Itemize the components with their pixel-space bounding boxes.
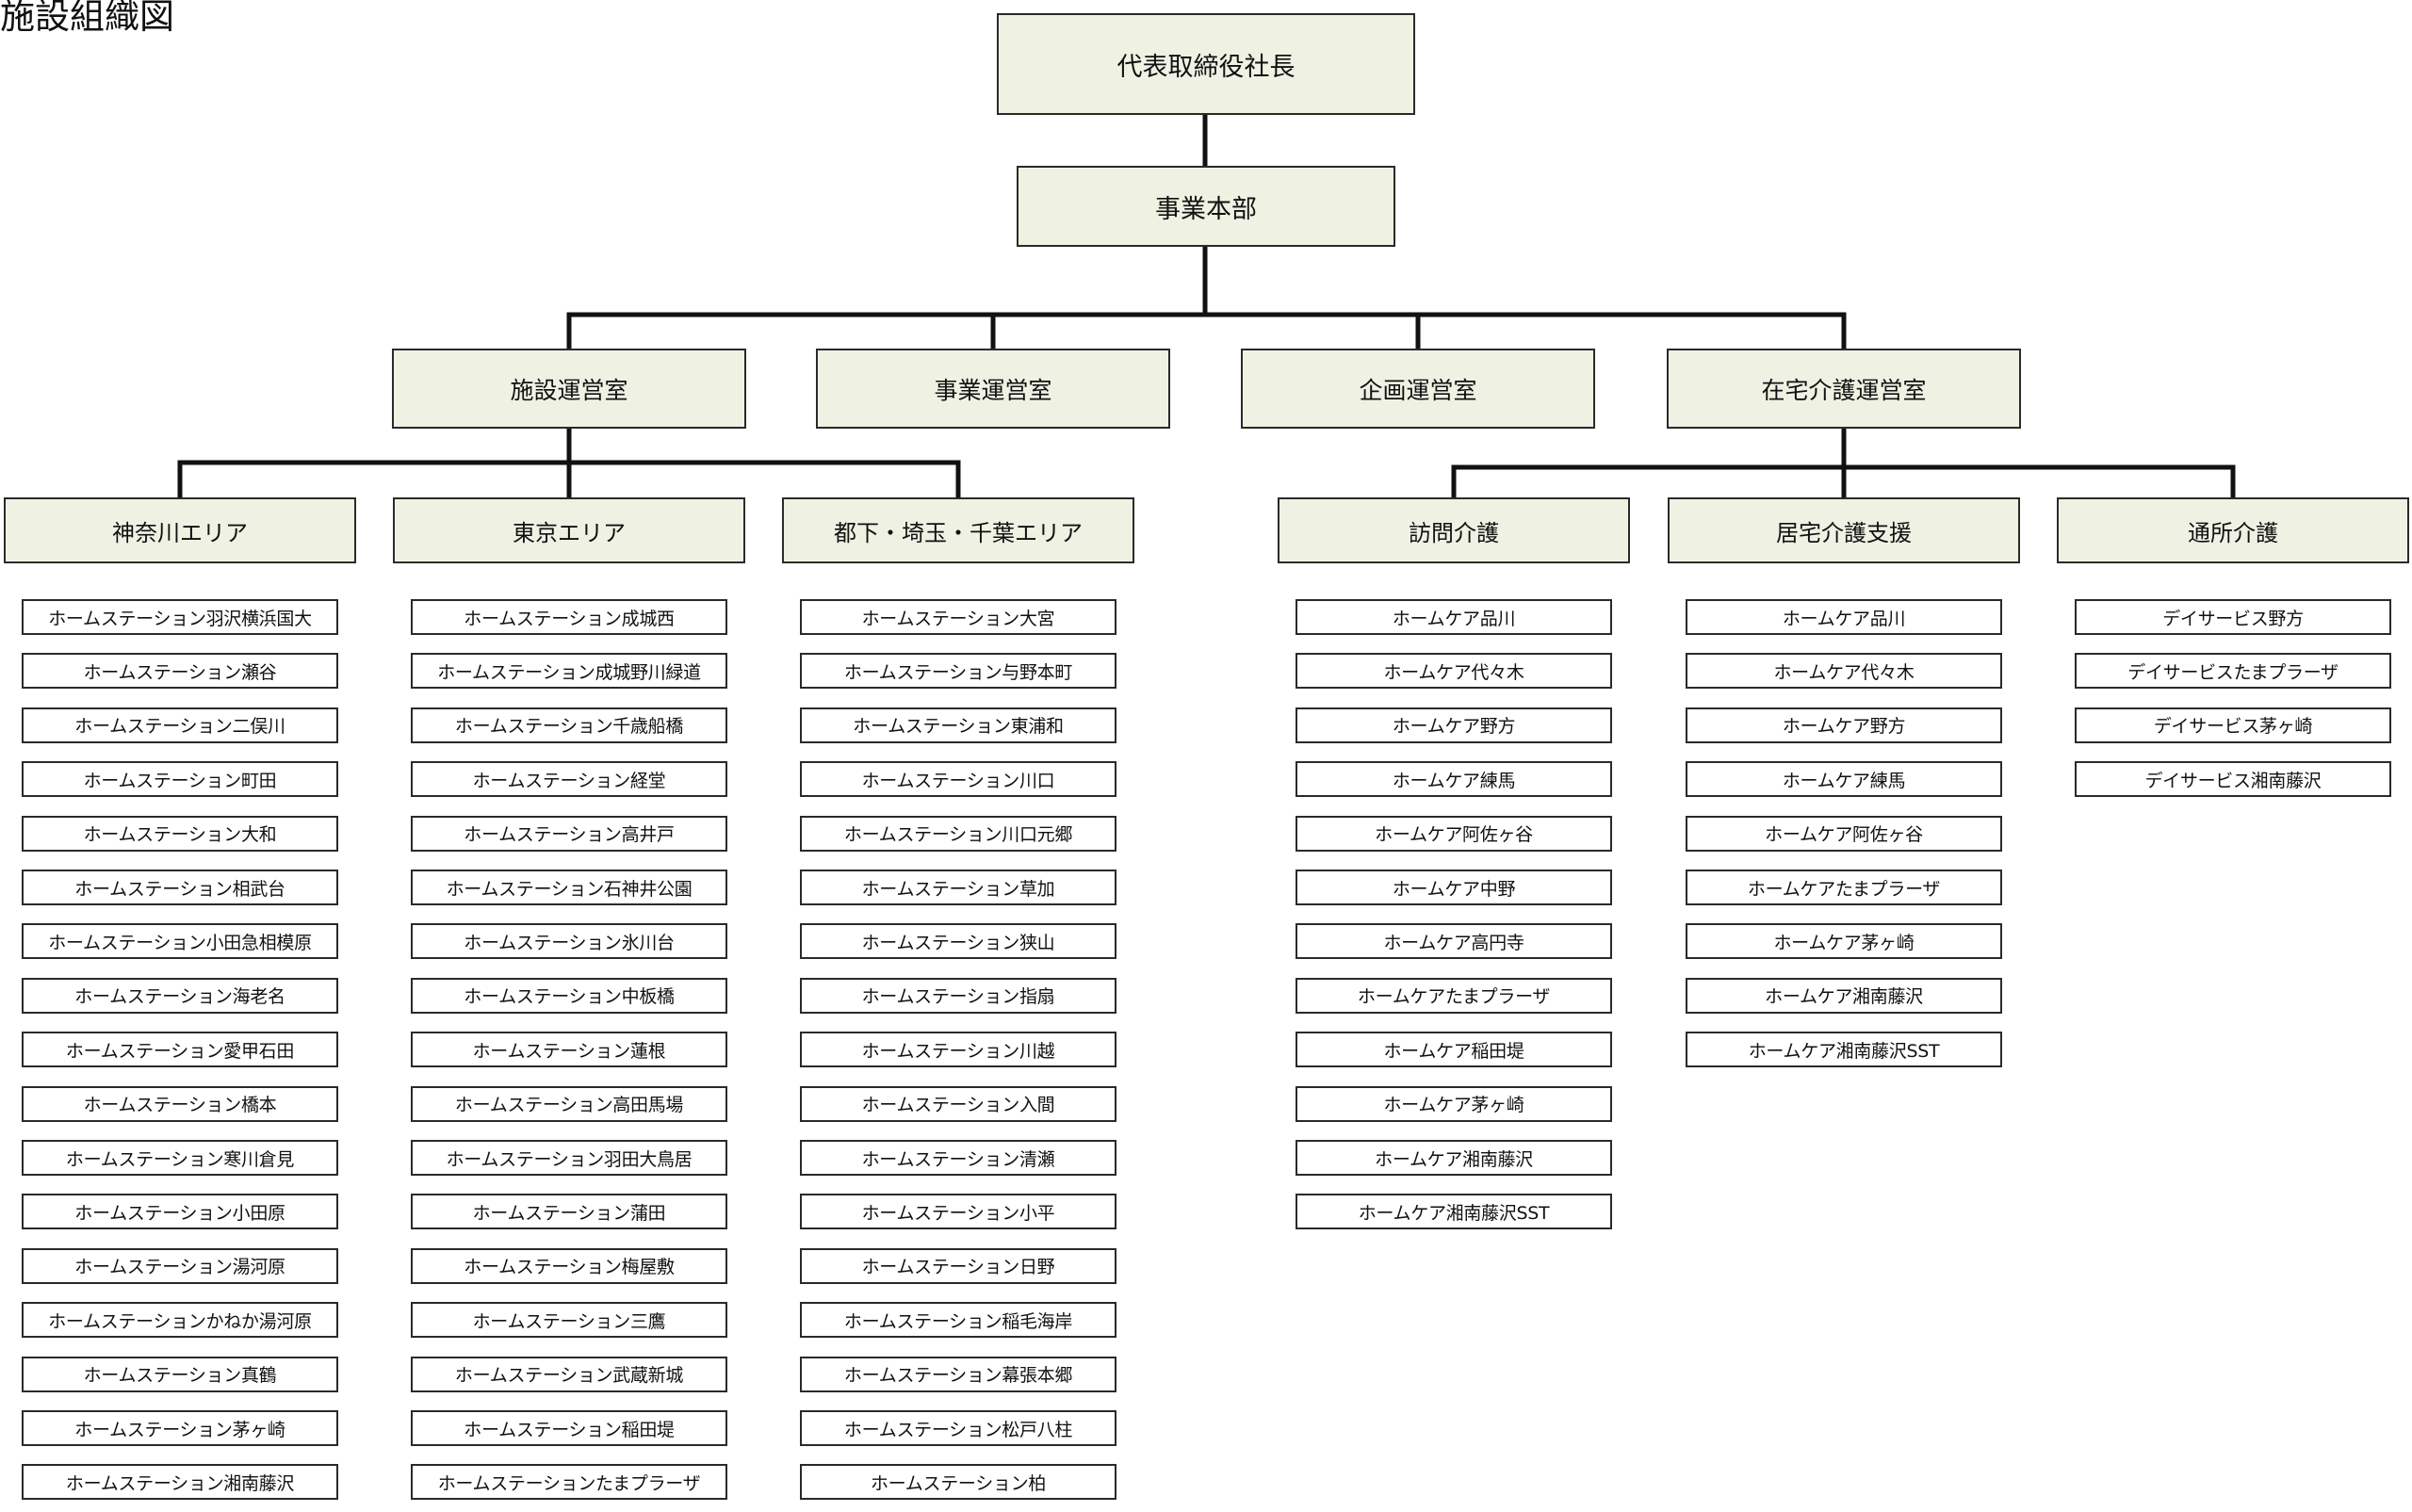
- facility-item: ホームステーション日野: [800, 1247, 1116, 1284]
- facility-item: ホームケア阿佐ヶ谷: [1686, 815, 2002, 852]
- facility-item: ホームケア代々木: [1296, 653, 1612, 690]
- page-title: 施設組織図: [0, 0, 174, 37]
- facility-item: ホームステーション愛甲石田: [22, 1032, 338, 1068]
- facility-item: ホームケア茅ヶ崎: [1296, 1085, 1612, 1122]
- facility-item: デイサービス茅ヶ崎: [2075, 707, 2391, 743]
- facility-item: ホームケア稲田堤: [1296, 1032, 1612, 1068]
- facility-item: ホームステーション瀬谷: [22, 653, 338, 690]
- facility-item: デイサービス野方: [2075, 599, 2391, 635]
- facility-item: ホームステーションかねか湯河原: [22, 1302, 338, 1339]
- facility-item: ホームステーション町田: [22, 761, 338, 798]
- office-box: 企画運営室: [1241, 349, 1595, 429]
- area-box: 居宅介護支援: [1668, 497, 2020, 563]
- facility-item: ホームステーション東浦和: [800, 707, 1116, 743]
- facility-item: ホームステーション湘南藤沢: [22, 1464, 338, 1501]
- facility-item: ホームステーション真鶴: [22, 1356, 338, 1392]
- facility-item: ホームステーション成城西: [411, 599, 727, 635]
- facility-item: ホームケア品川: [1686, 599, 2002, 635]
- facility-item: ホームステーション草加: [800, 870, 1116, 905]
- facility-item: ホームステーション成城野川緑道: [411, 653, 727, 690]
- facility-item: ホームケア湘南藤沢SST: [1296, 1194, 1612, 1230]
- facility-item: ホームステーション千歳船橋: [411, 707, 727, 743]
- division-box: 事業本部: [1017, 166, 1395, 247]
- facility-item: ホームステーション大宮: [800, 599, 1116, 635]
- office-box: 事業運営室: [816, 349, 1170, 429]
- facility-item: ホームステーション蒲田: [411, 1194, 727, 1230]
- facility-item: ホームステーション相武台: [22, 870, 338, 905]
- facility-item: ホームステーション海老名: [22, 977, 338, 1014]
- facility-item: ホームステーション川越: [800, 1032, 1116, 1068]
- office-box: 施設運営室: [392, 349, 746, 429]
- facility-item: ホームステーション梅屋敷: [411, 1247, 727, 1284]
- facility-item: ホームステーション武蔵新城: [411, 1356, 727, 1392]
- facility-item: ホームステーション川口元郷: [800, 815, 1116, 852]
- area-box: 都下・埼玉・千葉エリア: [782, 497, 1134, 563]
- facility-item: ホームステーション小平: [800, 1194, 1116, 1230]
- facility-item: ホームステーション柏: [800, 1464, 1116, 1501]
- facility-item: ホームケア茅ヶ崎: [1686, 923, 2002, 960]
- facility-item: ホームステーション中板橋: [411, 977, 727, 1014]
- facility-item: ホームステーション羽沢横浜国大: [22, 599, 338, 635]
- facility-item: ホームケア練馬: [1296, 761, 1612, 798]
- facility-item: ホームステーション小田原: [22, 1194, 338, 1230]
- facility-item: ホームステーション入間: [800, 1085, 1116, 1122]
- facility-item: ホームステーション幕張本郷: [800, 1356, 1116, 1392]
- facility-item: ホームケア高円寺: [1296, 923, 1612, 960]
- facility-item: ホームステーション二俣川: [22, 707, 338, 743]
- area-box: 東京エリア: [393, 497, 745, 563]
- facility-item: ホームケア湘南藤沢: [1686, 977, 2002, 1014]
- facility-item: ホームケア代々木: [1686, 653, 2002, 690]
- facility-item: ホームステーション蓮根: [411, 1032, 727, 1068]
- area-box: 神奈川エリア: [4, 497, 356, 563]
- facility-item: ホームステーション稲毛海岸: [800, 1302, 1116, 1339]
- facility-item: ホームケア品川: [1296, 599, 1612, 635]
- facility-item: ホームステーション三鷹: [411, 1302, 727, 1339]
- facility-item: ホームステーション指扇: [800, 977, 1116, 1014]
- facility-item: ホームステーション氷川台: [411, 923, 727, 960]
- area-box: 訪問介護: [1278, 497, 1630, 563]
- facility-item: デイサービス湘南藤沢: [2075, 761, 2391, 798]
- facility-item: ホームケアたまプラーザ: [1686, 870, 2002, 905]
- facility-item: ホームステーション経堂: [411, 761, 727, 798]
- area-box: 通所介護: [2057, 497, 2409, 563]
- facility-item: ホームステーション狭山: [800, 923, 1116, 960]
- facility-item: ホームステーション羽田大鳥居: [411, 1140, 727, 1176]
- ceo-box: 代表取締役社長: [997, 13, 1415, 115]
- facility-item: ホームステーション稲田堤: [411, 1410, 727, 1446]
- facility-item: ホームステーション高井戸: [411, 815, 727, 852]
- facility-item: ホームステーション松戸八柱: [800, 1410, 1116, 1446]
- facility-item: ホームステーション与野本町: [800, 653, 1116, 690]
- facility-item: ホームケア野方: [1686, 707, 2002, 743]
- facility-item: ホームステーション寒川倉見: [22, 1140, 338, 1176]
- facility-item: ホームケア阿佐ヶ谷: [1296, 815, 1612, 852]
- facility-item: ホームケア練馬: [1686, 761, 2002, 798]
- facility-item: ホームステーション清瀬: [800, 1140, 1116, 1176]
- facility-item: ホームステーション大和: [22, 815, 338, 852]
- facility-item: ホームステーション湯河原: [22, 1247, 338, 1284]
- facility-item: ホームステーション石神井公園: [411, 870, 727, 905]
- facility-item: ホームケア湘南藤沢: [1296, 1140, 1612, 1176]
- facility-item: ホームケア野方: [1296, 707, 1612, 743]
- facility-item: ホームケア湘南藤沢SST: [1686, 1032, 2002, 1068]
- facility-item: ホームステーション橋本: [22, 1085, 338, 1122]
- facility-item: ホームケアたまプラーザ: [1296, 977, 1612, 1014]
- facility-item: ホームステーションたまプラーザ: [411, 1464, 727, 1501]
- facility-item: ホームステーション小田急相模原: [22, 923, 338, 960]
- facility-item: ホームステーション茅ヶ崎: [22, 1410, 338, 1446]
- facility-item: ホームステーション高田馬場: [411, 1085, 727, 1122]
- office-box: 在宅介護運営室: [1667, 349, 2021, 429]
- facility-item: デイサービスたまプラーザ: [2075, 653, 2391, 690]
- facility-item: ホームケア中野: [1296, 870, 1612, 905]
- facility-item: ホームステーション川口: [800, 761, 1116, 798]
